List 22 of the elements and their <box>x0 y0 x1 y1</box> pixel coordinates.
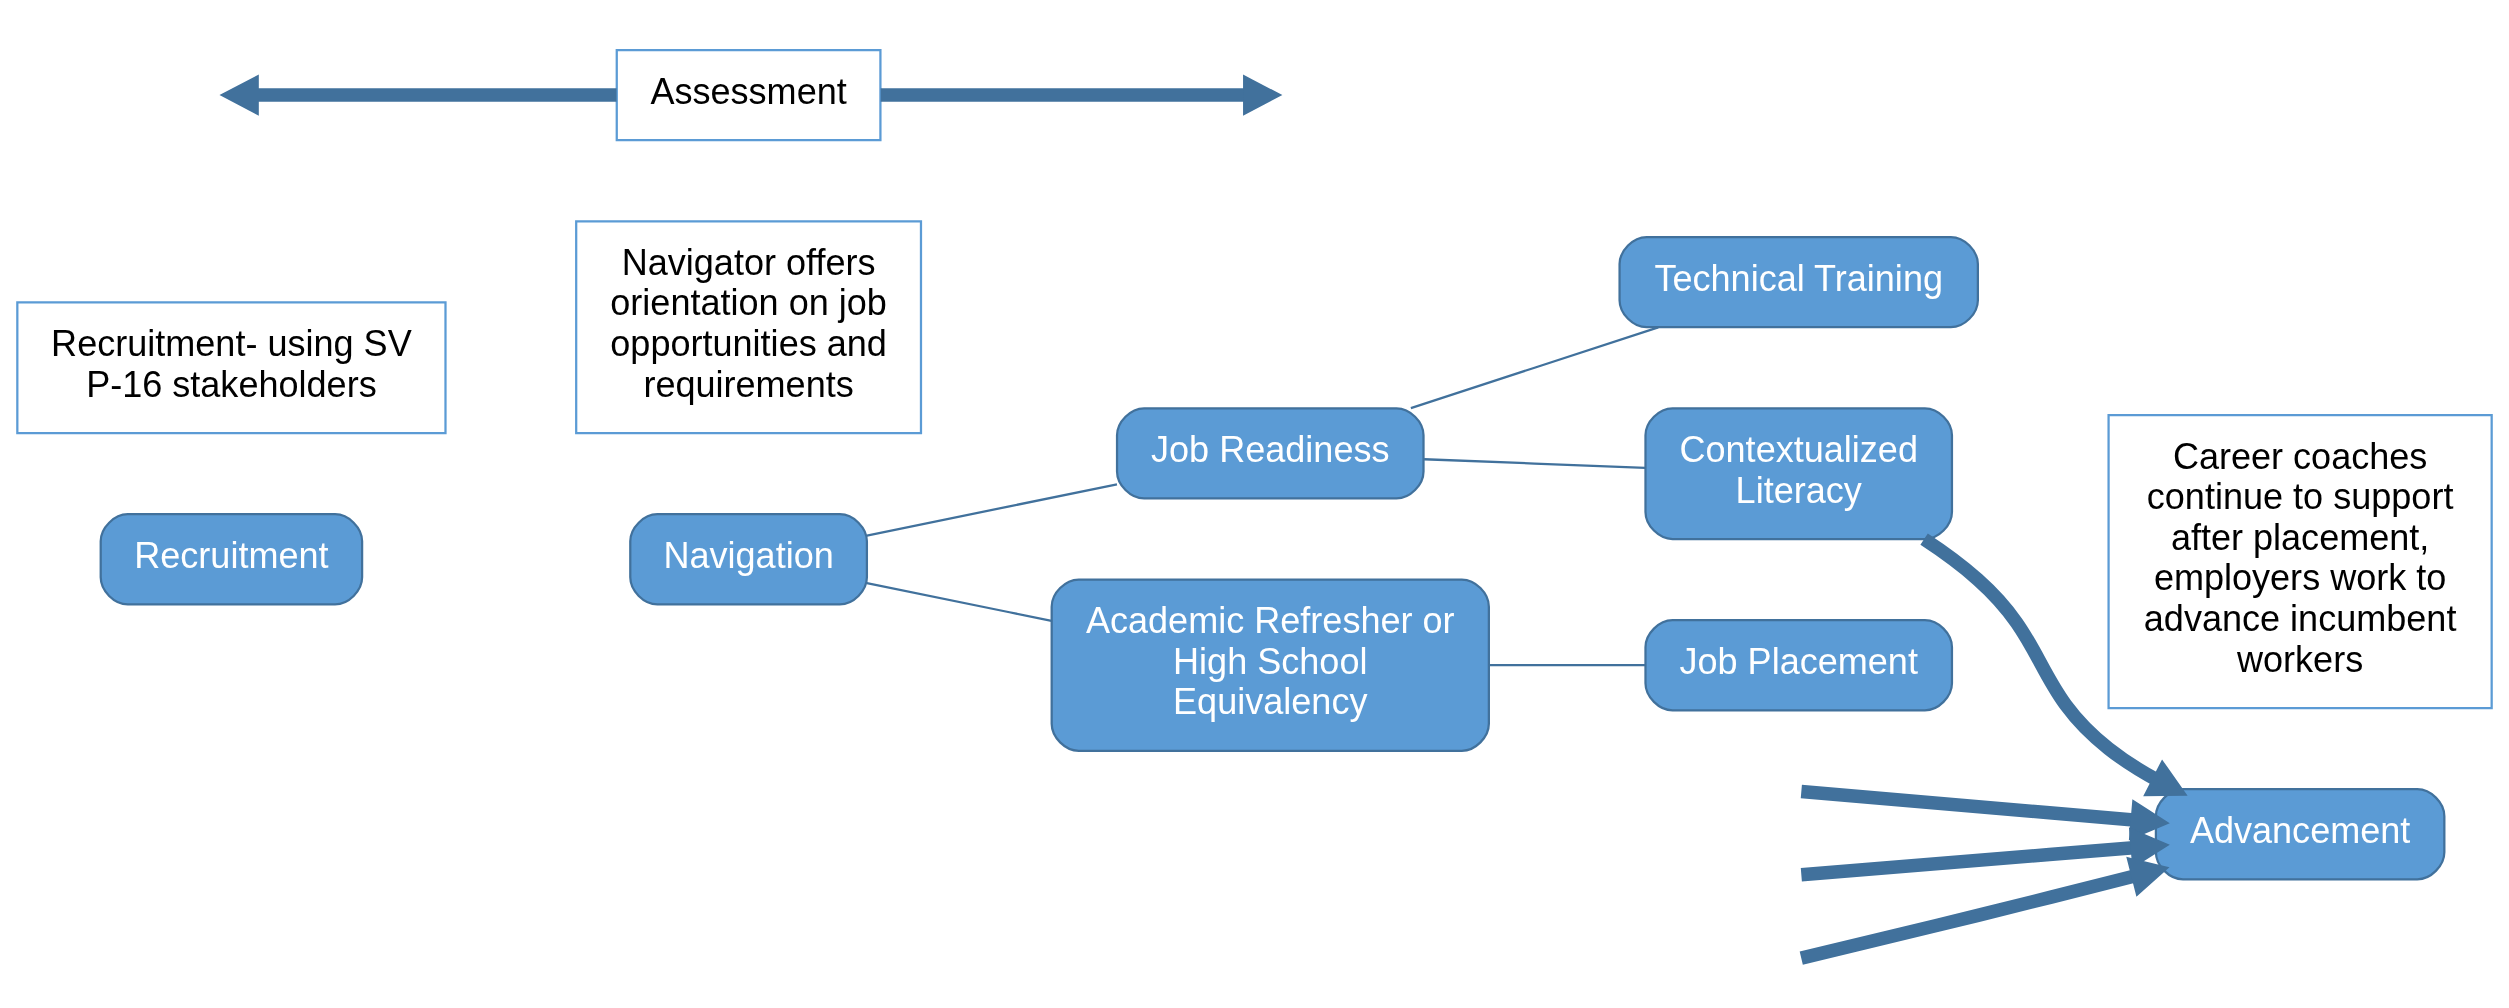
arrow <box>1920 533 2188 796</box>
connector <box>1424 457 1646 469</box>
node-box: Assessment <box>615 48 882 141</box>
node-box: Job Readiness <box>1115 406 1425 500</box>
node-box: Academic Refresher or High School Equivalency <box>1050 577 1490 752</box>
node-box: Navigation <box>629 512 869 605</box>
node-box: Navigator offers orientation on job opportunities and requirements <box>575 219 923 434</box>
node-box: Advancement <box>2154 787 2446 880</box>
node-box: Recruitment- using SV P-16 stakeholders <box>16 300 447 434</box>
node-box: Career coaches continue to support after placement, employers work to advance incumbent workers <box>2107 413 2493 709</box>
node-box: Job Placement <box>1644 618 1954 711</box>
connector <box>866 482 1118 537</box>
node-box: Contextualized Literacy <box>1644 406 1954 540</box>
connector <box>866 581 1052 622</box>
arrow <box>1800 798 2170 897</box>
arrow <box>219 73 617 116</box>
node-box: Recruitment <box>99 512 364 605</box>
connector <box>1489 663 1646 666</box>
arrow <box>880 73 1283 116</box>
node-box: Technical Training <box>1618 235 1979 328</box>
arrow <box>1799 826 2170 965</box>
connector <box>1410 325 1659 409</box>
